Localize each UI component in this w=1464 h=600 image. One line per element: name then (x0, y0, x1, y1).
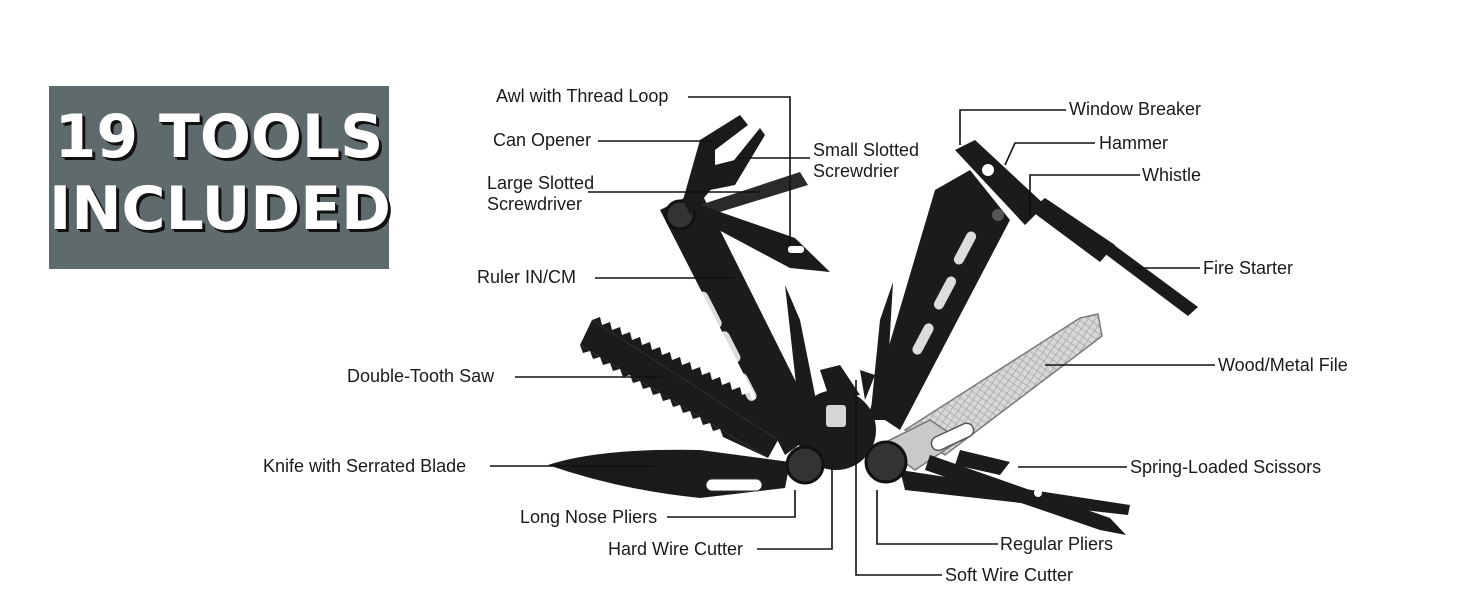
label-scissors: Spring-Loaded Scissors (1130, 457, 1322, 477)
banner-title-line-1: 19 TOOLS (54, 102, 384, 172)
double-tooth-saw (580, 317, 778, 458)
leader-lines (490, 96, 1215, 576)
label-regular-pliers: Regular Pliers (1000, 534, 1114, 554)
banner-title-line-2: INCLUDED (49, 174, 391, 244)
tools-count-banner: 19 TOOLS INCLUDED (49, 86, 391, 269)
top-left-tools (683, 115, 830, 272)
label-small-slotted-line-1: Small Slotted (813, 140, 920, 160)
fire-starter (1030, 198, 1198, 316)
label-hard-wire-cutter: Hard Wire Cutter (608, 539, 744, 559)
label-file: Wood/Metal File (1218, 355, 1348, 375)
label-long-nose-pliers: Long Nose Pliers (520, 507, 658, 527)
label-knife: Knife with Serrated Blade (263, 456, 467, 476)
label-awl: Awl with Thread Loop (496, 86, 669, 106)
label-large-slotted-line-1: Large Slotted (487, 173, 595, 193)
label-whistle: Whistle (1142, 165, 1202, 185)
label-window-breaker: Window Breaker (1069, 99, 1202, 119)
hammer-head (955, 140, 1045, 225)
right-handle (870, 170, 1010, 430)
label-ruler: Ruler IN/CM (477, 267, 577, 287)
label-large-slotted-line-2: Screwdriver (487, 194, 583, 214)
label-hammer: Hammer (1099, 133, 1169, 153)
spring-loaded-scissors (900, 450, 1130, 535)
serrated-knife-blade (548, 449, 790, 498)
label-saw: Double-Tooth Saw (347, 366, 495, 386)
label-soft-wire-cutter: Soft Wire Cutter (945, 565, 1074, 585)
label-small-slotted-line-2: Screwdrier (813, 161, 900, 181)
label-can-opener: Can Opener (493, 130, 592, 150)
label-fire-starter: Fire Starter (1203, 258, 1294, 278)
